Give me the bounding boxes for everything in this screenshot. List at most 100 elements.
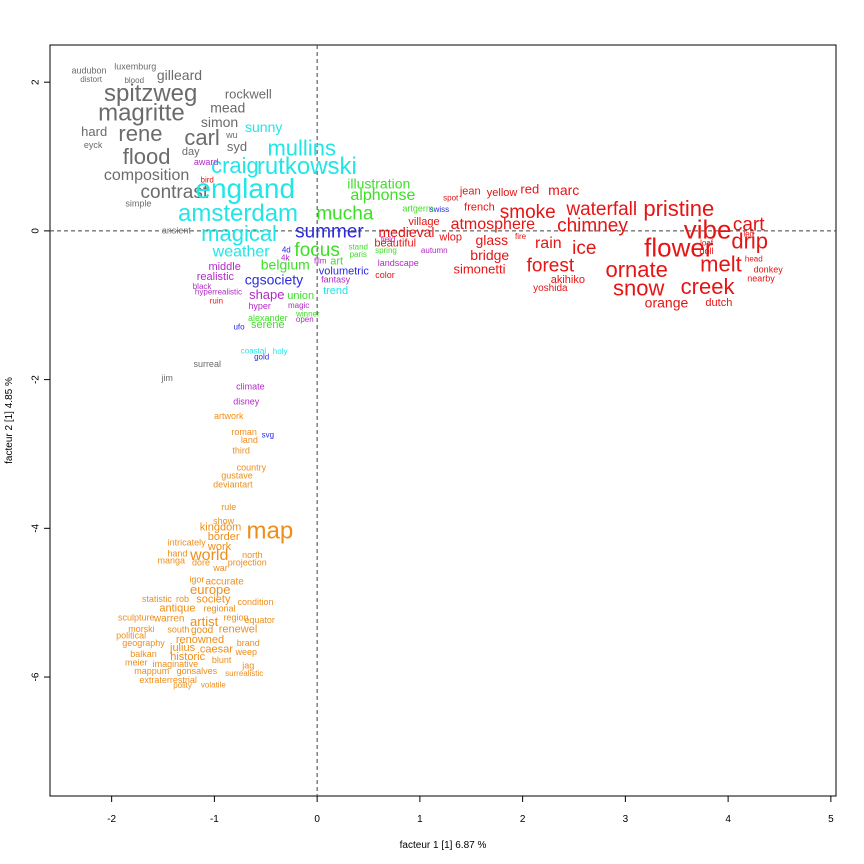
word-world: world (189, 547, 228, 564)
word-intricately: intricately (168, 538, 207, 548)
word-french: french (464, 202, 495, 214)
x-tick-label: -1 (210, 814, 219, 825)
word-waterfall: waterfall (565, 199, 637, 220)
word-pristine: pristine (643, 196, 714, 221)
x-tick-label: 2 (520, 814, 526, 825)
word-doll: doll (700, 246, 714, 256)
word-magritte: magritte (98, 99, 185, 126)
word-beautiful: beautiful (374, 237, 416, 249)
word-third: third (232, 445, 250, 455)
word-syd: syd (227, 139, 247, 154)
word-show: show (213, 516, 235, 526)
word-artwork: artwork (214, 411, 244, 421)
word-glass: glass (475, 232, 508, 248)
word-paris: paris (350, 250, 367, 259)
word-rob: rob (176, 594, 189, 604)
word-amsterdam: amsterdam (178, 200, 298, 227)
word-autumn: autumn (421, 246, 448, 255)
word-artist: artist (190, 614, 219, 629)
word-simon: simon (201, 114, 238, 130)
x-tick-label: 1 (417, 814, 423, 825)
word-brand: brand (237, 638, 260, 648)
word-alphonse: alphonse (350, 187, 415, 204)
word-ansient: ansient (162, 225, 192, 235)
word-yellow: yellow (487, 187, 518, 199)
word-projection: projection (228, 558, 267, 568)
y-tick-label: -4 (31, 523, 42, 532)
word-atmosphere: atmosphere (451, 216, 536, 233)
word-stand: stand (348, 242, 368, 251)
word-volatile: volatile (201, 680, 226, 689)
word-medieval: medieval (379, 224, 435, 240)
word-drip: drip (731, 229, 768, 254)
word-award: award (194, 157, 219, 167)
word-nearby: nearby (747, 274, 775, 284)
word-yoshida: yoshida (533, 283, 568, 294)
word-flower: flower (644, 232, 714, 262)
word-loaf: loaf (700, 239, 714, 248)
word-open: open (296, 315, 314, 324)
word-spring: spring (375, 246, 397, 255)
word-black: black (193, 282, 213, 291)
word-north: north (242, 550, 263, 560)
word-border: border (208, 531, 240, 543)
word-balkan: balkan (130, 649, 157, 659)
word-blood: blood (124, 76, 144, 85)
word-carl: carl (184, 125, 219, 150)
x-tick-label: 0 (314, 814, 320, 825)
word-map: map (247, 517, 294, 544)
word-hard: hard (81, 124, 107, 139)
word-weather: weather (212, 244, 271, 261)
word-england: england (195, 173, 295, 204)
word-rene: rene (118, 121, 162, 146)
word-simonetti: simonetti (453, 262, 505, 277)
word-cart: cart (733, 215, 765, 236)
reference-lines (50, 45, 836, 796)
word-fantasy: fantasy (321, 274, 351, 284)
word-political: political (116, 631, 146, 641)
word-weep: weep (234, 647, 257, 657)
word-wlop: wlop (438, 231, 462, 243)
word-magical: magical (201, 221, 277, 246)
word-rockwell: rockwell (225, 86, 272, 101)
word-shape: shape (249, 287, 284, 302)
word-ice: ice (572, 238, 596, 259)
word-land: land (241, 435, 258, 445)
word-smoke: smoke (500, 202, 556, 223)
word-leg: leg (743, 230, 754, 239)
word-winner: winner (295, 309, 320, 318)
word-spitzweg: spitzweg (104, 80, 197, 107)
word-trend: trend (323, 285, 348, 297)
word-ruin: ruin (210, 297, 223, 306)
word-contrast: contrast (141, 182, 209, 203)
word-holy: holy (273, 347, 288, 356)
plot-frame (49, 44, 837, 797)
word-craig: craig (211, 153, 259, 178)
word-chimney: chimney (557, 215, 628, 236)
word-polity: polity (173, 681, 192, 690)
word-warren: warren (153, 614, 185, 625)
word-4d: 4d (282, 245, 291, 254)
word-union: union (287, 290, 314, 302)
word-distort: distort (80, 75, 103, 84)
word-art: art (330, 255, 343, 267)
word-landscape: landscape (378, 258, 419, 268)
word-simple: simple (125, 198, 151, 208)
x-axis-label: facteur 1 [1] 6.87 % (400, 840, 487, 851)
word-hand: hand (167, 549, 187, 559)
word-serene: serene (251, 319, 285, 331)
word-melt: melt (700, 252, 742, 277)
x-tick-label: 5 (828, 814, 834, 825)
word-meier: meier (125, 657, 148, 667)
word-coastal: coastal (241, 346, 267, 355)
word-bridge: bridge (470, 247, 509, 263)
word-sculpture: sculpture (118, 613, 155, 623)
word-summer: summer (295, 221, 364, 242)
y-tick-label: 0 (31, 228, 42, 234)
word-realistic: realistic (197, 271, 235, 283)
word-field: field (381, 235, 396, 244)
word-fire: fire (515, 232, 527, 241)
word-mead: mead (210, 100, 245, 116)
